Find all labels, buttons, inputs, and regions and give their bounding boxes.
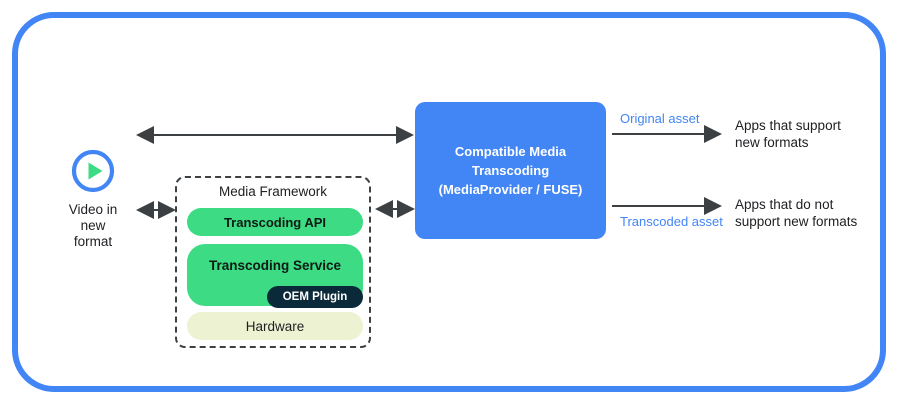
transcoding-api-box[interactable]: Transcoding API bbox=[187, 208, 363, 236]
framework-to-cmt-arrow bbox=[375, 200, 415, 218]
video-source-caption: Video in new format bbox=[68, 202, 118, 249]
original-asset-arrow bbox=[612, 125, 722, 143]
transcoding-service-label: Transcoding Service bbox=[208, 258, 342, 273]
transcoded-asset-arrow bbox=[612, 197, 722, 215]
video-source-node: Video in new format bbox=[48, 148, 138, 250]
compatible-media-transcoding-box[interactable]: Compatible Media Transcoding (MediaProvi… bbox=[415, 102, 606, 239]
oem-plugin-badge[interactable]: OEM Plugin bbox=[267, 286, 363, 308]
hardware-box[interactable]: Hardware bbox=[187, 312, 363, 340]
transcoded-asset-label: Transcoded asset bbox=[620, 214, 723, 229]
play-circle-icon bbox=[70, 148, 116, 194]
original-asset-label: Original asset bbox=[620, 111, 700, 126]
media-framework-group: Media Framework Transcoding API Transcod… bbox=[175, 176, 371, 348]
outer-frame-border bbox=[12, 12, 886, 392]
media-framework-title: Media Framework bbox=[218, 184, 328, 199]
consumer-apps-unsupported-label: Apps that do not support new formats bbox=[735, 197, 858, 229]
video-to-cmt-arrow bbox=[136, 126, 414, 144]
video-to-framework-arrow bbox=[136, 201, 176, 219]
consumer-apps-supported-label: Apps that support new formats bbox=[735, 118, 841, 150]
